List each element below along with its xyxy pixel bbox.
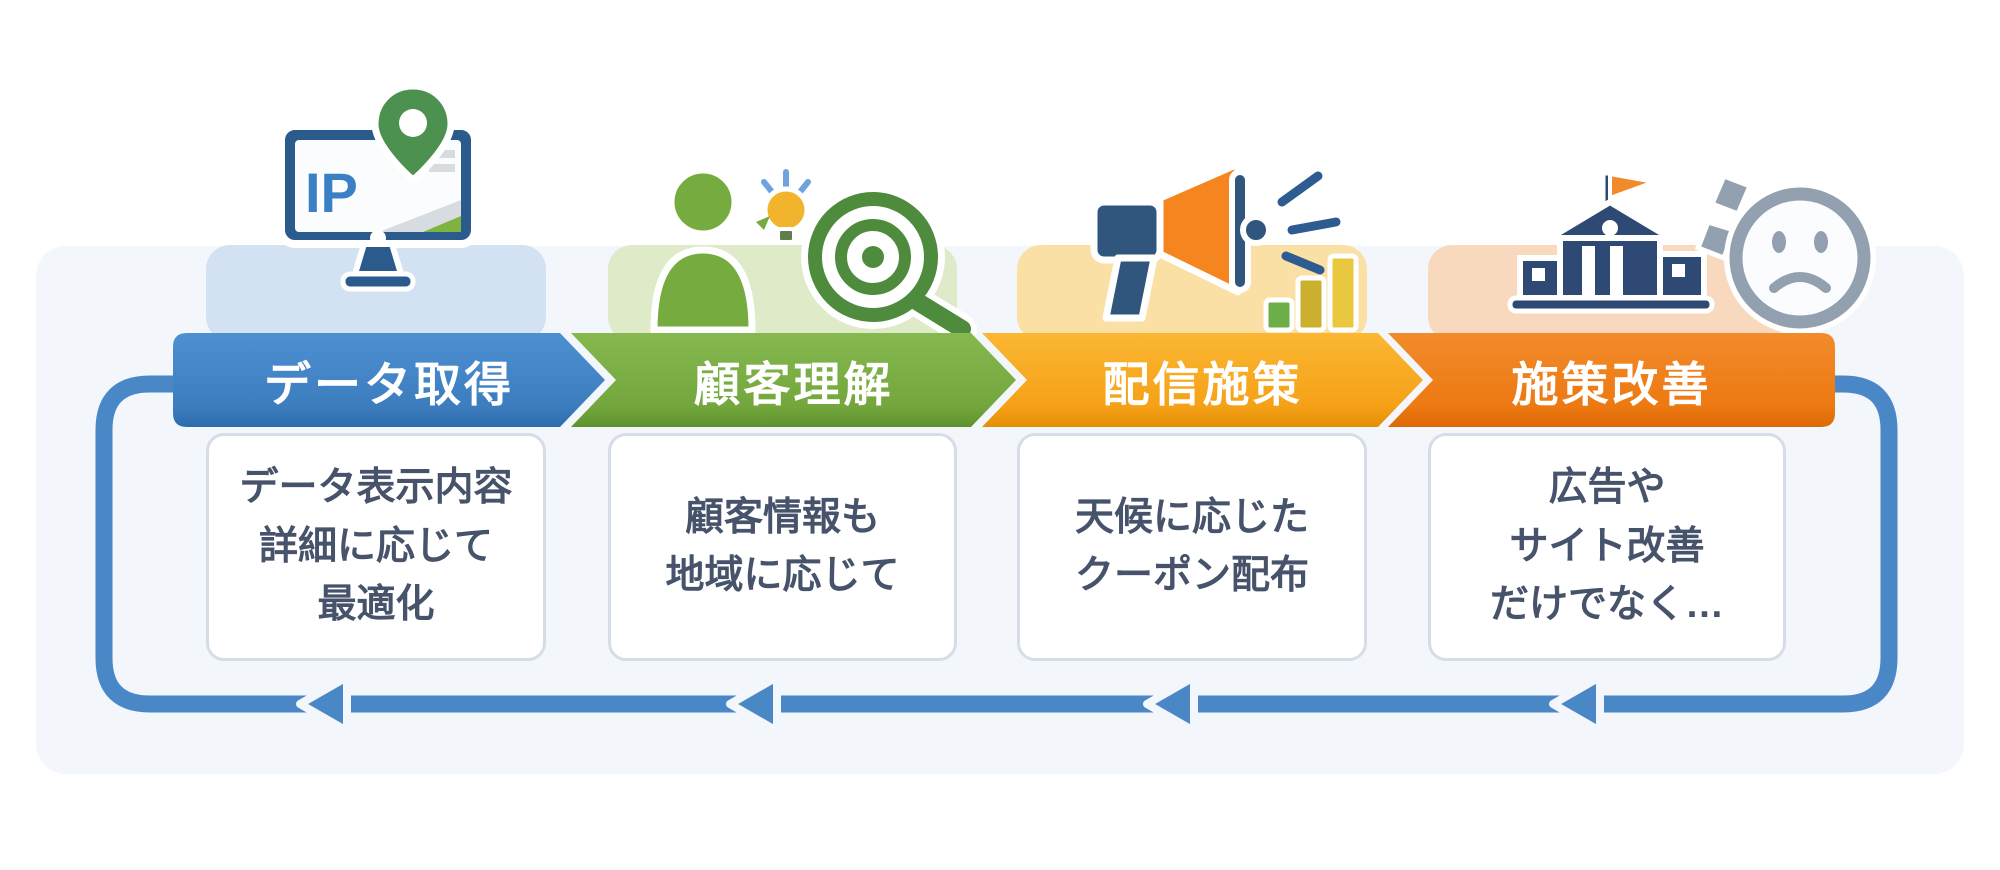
loop-line — [95, 375, 1898, 713]
banner-measure-improvement — [1388, 333, 1835, 427]
ip-label: IP — [305, 161, 358, 224]
description-line: クーポン配布 — [1074, 554, 1309, 597]
banner-data-acquisition — [173, 333, 605, 427]
banner-label-text: 配信施策 — [1102, 357, 1303, 411]
banner-customer-understanding — [571, 333, 1016, 427]
description-line: データ表示内容 — [239, 466, 513, 510]
banner-label-delivery-measures: 配信施策 — [982, 333, 1423, 427]
bar-chart-bars — [1263, 253, 1359, 333]
building-flag-sad-face-icon — [1507, 172, 1876, 334]
loop-arrowhead — [1549, 673, 1604, 735]
banner-label-text: データ取得 — [264, 357, 514, 411]
banner-label-measure-improvement: 施策改善 — [1388, 333, 1835, 427]
description-line: 天候に応じた — [1074, 495, 1309, 539]
description-line: 最適化 — [317, 583, 435, 627]
banner-label-text: 施策改善 — [1511, 357, 1712, 411]
description-card-customer-understanding: 顧客情報も 地域に応じて — [608, 433, 957, 661]
description-card-data-acquisition: データ表示内容 詳細に応じて 最適化 — [206, 433, 546, 661]
description-line: 広告や — [1548, 466, 1666, 510]
description-line: 地域に応じて — [665, 554, 900, 597]
sad-face — [1724, 182, 1876, 334]
banner-delivery-measures — [982, 333, 1423, 427]
flag — [1608, 172, 1662, 201]
monitor-ip-location-pin-icon: IP — [277, 82, 479, 292]
description-line: 顧客情報も — [684, 495, 880, 539]
banner-label-text: 顧客理解 — [693, 357, 894, 411]
description-card-measure-improvement: 広告や サイト改善 だけでなく… — [1428, 433, 1786, 661]
description-line: 詳細に応じて — [258, 524, 493, 568]
banner-label-customer-understanding: 顧客理解 — [571, 333, 1016, 427]
loop-arrowhead — [296, 673, 351, 735]
loop-arrowhead — [726, 673, 781, 735]
person-lightbulb-target-magnifier-icon — [650, 166, 977, 337]
description-card-delivery-measures: 天候に応じた クーポン配布 — [1017, 433, 1367, 661]
loop-arrowhead — [1143, 673, 1198, 735]
description-line: サイト改善 — [1509, 524, 1705, 568]
description-line: だけでなく… — [1489, 583, 1724, 627]
megaphone-bar-chart-icon — [1090, 160, 1359, 333]
banner-label-data-acquisition: データ取得 — [173, 333, 605, 427]
